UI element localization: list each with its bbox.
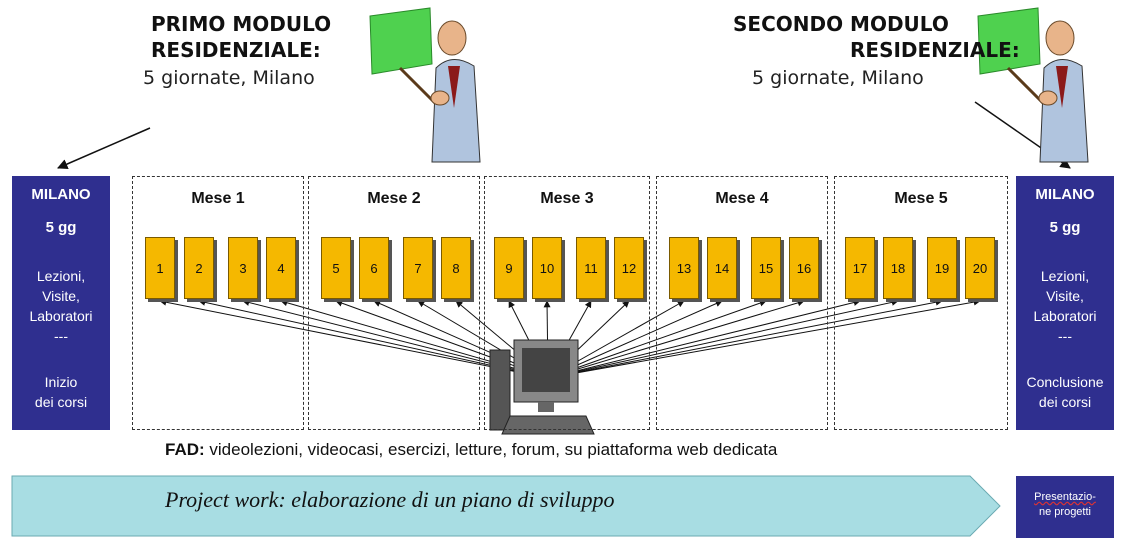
lesson-box-10: 10 (532, 237, 562, 299)
lesson-box-14: 14 (707, 237, 737, 299)
milano-end-separator: --- (1058, 328, 1072, 344)
month-frame-1 (132, 176, 304, 430)
module-1-title-line2: RESIDENZIALE: (151, 38, 321, 62)
milano-end-days: 5 gg (1049, 219, 1081, 236)
lesson-box-19: 19 (927, 237, 957, 299)
module-1-subtitle: 5 giornate, Milano (143, 67, 315, 89)
lesson-box-20: 20 (965, 237, 995, 299)
fad-arrow-1 (159, 298, 549, 379)
lesson-box-17: 17 (845, 237, 875, 299)
milano-end-note: Conclusione dei corsi (1026, 374, 1104, 410)
lesson-box-4: 4 (266, 237, 296, 299)
fad-label: FAD: (165, 440, 205, 459)
lesson-box-13: 13 (669, 237, 699, 299)
fad-description: videolezioni, videocasi, esercizi, lettu… (204, 440, 778, 459)
lesson-box-11: 11 (576, 237, 606, 299)
presentation-line-2: ne progetti (1039, 506, 1091, 518)
milano-start-city: MILANO (31, 186, 91, 203)
fad-caption: FAD: videolezioni, videocasi, esercizi, … (165, 440, 777, 460)
milano-end-block: MILANO 5 gg Lezioni, Visite, Laboratori … (1016, 176, 1114, 430)
lesson-box-5: 5 (321, 237, 351, 299)
milano-end-activities: Lezioni, Visite, Laboratori (1033, 268, 1097, 324)
fad-arrow-5 (335, 299, 549, 379)
arrow-primo-to-milano (57, 127, 151, 170)
lesson-box-8: 8 (441, 237, 471, 299)
month-label-5: Mese 5 (894, 190, 948, 207)
module-1-title-line1: PRIMO MODULO (151, 12, 332, 36)
fad-arrow-16 (547, 299, 805, 379)
month-label-4: Mese 4 (715, 190, 769, 207)
lesson-box-9: 9 (494, 237, 524, 299)
milano-start-activities: Lezioni, Visite, Laboratori (29, 268, 93, 324)
milano-start-days: 5 gg (45, 219, 77, 236)
fad-arrow-19 (547, 298, 943, 379)
milano-start-note: Inizio dei corsi (34, 374, 88, 410)
milano-end-city: MILANO (1035, 186, 1095, 203)
module-2-subtitle: 5 giornate, Milano (752, 67, 924, 89)
month-label-1: Mese 1 (191, 190, 245, 207)
fad-arrow-15 (547, 299, 767, 379)
project-work-text: Project work: elaborazione di un piano d… (165, 487, 615, 512)
lesson-box-3: 3 (228, 237, 258, 299)
month-label-3: Mese 3 (540, 190, 594, 207)
milano-start-block: MILANO 5 gg Lezioni, Visite, Laboratori … (12, 176, 110, 430)
lesson-box-18: 18 (883, 237, 913, 299)
lesson-box-16: 16 (789, 237, 819, 299)
module-2-title-line1: SECONDO MODULO (733, 12, 949, 36)
lesson-box-7: 7 (403, 237, 433, 299)
lesson-box-15: 15 (751, 237, 781, 299)
lesson-box-1: 1 (145, 237, 175, 299)
teacher-illustration-right (977, 7, 1089, 163)
lesson-box-12: 12 (614, 237, 644, 299)
month-frame-2 (308, 176, 480, 430)
presentation-line-1: Presentazio- (1034, 491, 1096, 503)
module-2-title-line2: RESIDENZIALE: (850, 38, 1020, 62)
milano-start-separator: --- (54, 328, 68, 344)
fad-arrow-20 (547, 298, 981, 379)
project-work-band (11, 475, 1001, 537)
lesson-box-2: 2 (184, 237, 214, 299)
month-frame-4 (656, 176, 828, 430)
teacher-illustration-left (369, 7, 481, 163)
month-frame-3 (484, 176, 650, 430)
presentation-block: Presentazio- ne progetti (1016, 476, 1114, 538)
fad-arrow-17 (547, 299, 861, 379)
lesson-box-6: 6 (359, 237, 389, 299)
month-frame-5 (834, 176, 1008, 430)
month-label-2: Mese 2 (367, 190, 421, 207)
fad-arrow-18 (547, 298, 899, 379)
